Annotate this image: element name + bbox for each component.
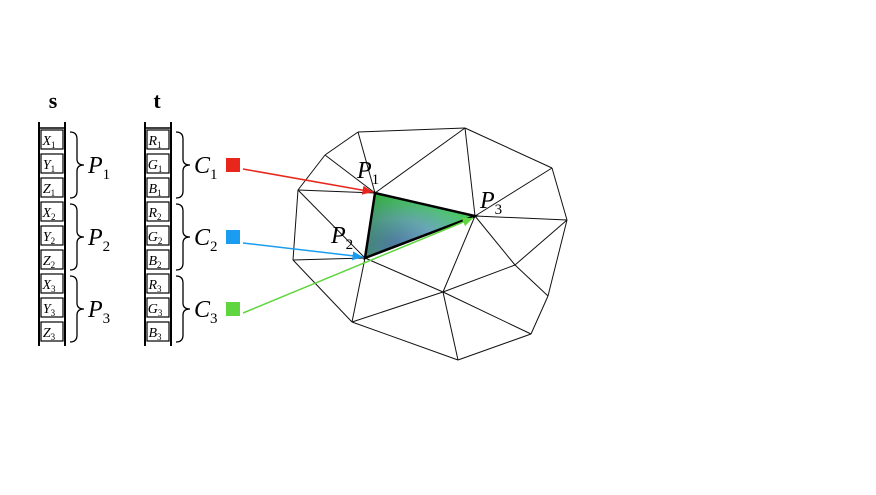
color-swatch <box>226 302 240 316</box>
s-brace <box>69 131 85 199</box>
s-column-header: s <box>49 88 58 113</box>
t-cell-label: R2 <box>147 206 161 222</box>
s-group-label: P1 <box>87 153 110 183</box>
t-cell-box <box>146 225 170 246</box>
t-cell-box <box>146 321 170 342</box>
t-cell-box <box>146 129 170 150</box>
color-swatch <box>226 230 240 244</box>
t-cell-box <box>146 201 170 222</box>
t-cell-label: R1 <box>147 134 161 150</box>
t-group-label: C1 <box>194 153 218 183</box>
color-swatch <box>226 158 240 172</box>
t-cell-box <box>146 273 170 294</box>
triangle-mesh <box>292 127 568 361</box>
s-cell-box <box>40 273 64 294</box>
s-cell-box <box>40 297 64 318</box>
t-cell-label: B1 <box>148 182 161 198</box>
t-cell-box <box>146 153 170 174</box>
t-cell-label: G3 <box>148 302 163 318</box>
t-cell-label: G1 <box>148 158 163 174</box>
s-cell-label: Z1 <box>43 182 55 198</box>
s-cell-label: Y1 <box>43 158 55 174</box>
s-cell-label: X2 <box>41 206 55 222</box>
arrow-c3-to-p3 <box>242 217 474 314</box>
s-cell-box <box>40 249 64 270</box>
t-cell-label: G2 <box>148 230 163 246</box>
s-brace <box>69 203 85 271</box>
s-group-label: P3 <box>87 297 110 327</box>
t-brace <box>175 131 191 199</box>
t-cell-box <box>146 249 170 270</box>
t-column-header: t <box>153 88 161 113</box>
mesh-label-p1: P1 <box>356 158 379 188</box>
mesh-label-p2: P2 <box>330 223 353 253</box>
t-group-label: C3 <box>194 297 218 327</box>
highlighted-triangle <box>363 191 480 260</box>
s-cell-label: Z2 <box>43 254 55 270</box>
s-cell-label: Z3 <box>43 326 56 342</box>
t-cell-label: R3 <box>147 278 162 294</box>
s-cell-box <box>40 129 64 150</box>
color-swatches <box>226 158 240 316</box>
t-cell-label: B3 <box>148 326 162 342</box>
s-cell-box <box>40 201 64 222</box>
t-brace <box>175 203 191 271</box>
t-cell-label: B2 <box>148 254 161 270</box>
t-brace <box>175 275 191 343</box>
s-cell-box <box>40 225 64 246</box>
s-cell-box <box>40 153 64 174</box>
s-group-label: P2 <box>87 225 110 255</box>
s-cell-box <box>40 321 64 342</box>
s-cell-box <box>40 177 64 198</box>
t-cell-box <box>146 297 170 318</box>
s-cell-label: X1 <box>41 134 55 150</box>
t-group-label: C2 <box>194 225 218 255</box>
s-brace <box>69 275 85 343</box>
s-cell-label: Y2 <box>43 230 55 246</box>
s-cell-label: X3 <box>41 278 56 294</box>
arrow-c1-to-p1 <box>242 168 374 195</box>
mesh-label-p3: P3 <box>479 188 502 218</box>
s-cell-label: Y3 <box>43 302 56 318</box>
t-cell-box <box>146 177 170 198</box>
arrow-c2-to-p2 <box>242 242 364 261</box>
